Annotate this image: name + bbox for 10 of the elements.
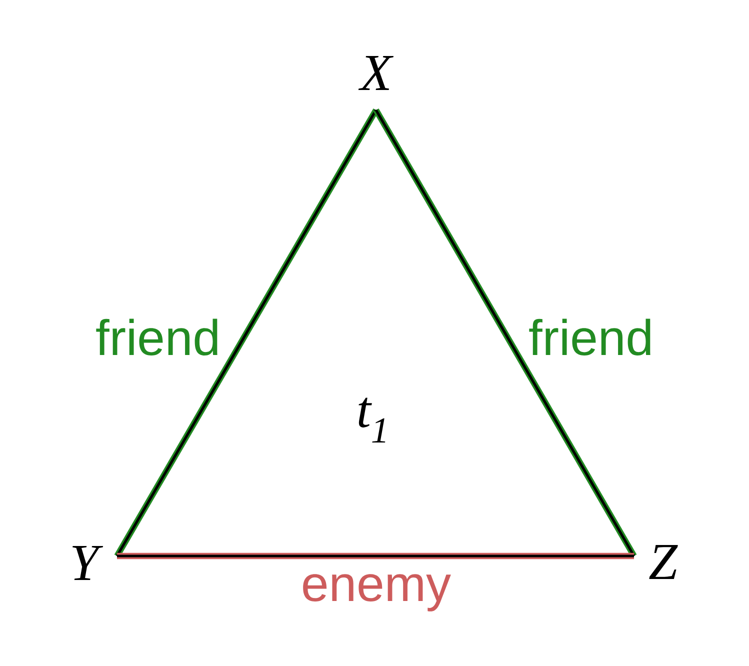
vertex-label: Y bbox=[72, 546, 104, 580]
inner-label: t$_{1}$ bbox=[358, 398, 386, 442]
vertex-label: Z bbox=[649, 544, 678, 579]
edge-label: friend bbox=[94, 318, 222, 356]
edge-line bbox=[373, 108, 637, 558]
edge-label: friend bbox=[527, 318, 655, 356]
edge-label: enemy bbox=[300, 573, 452, 612]
vertex-label: X bbox=[358, 56, 394, 90]
edge-line bbox=[117, 552, 634, 560]
edge-line bbox=[114, 108, 379, 558]
